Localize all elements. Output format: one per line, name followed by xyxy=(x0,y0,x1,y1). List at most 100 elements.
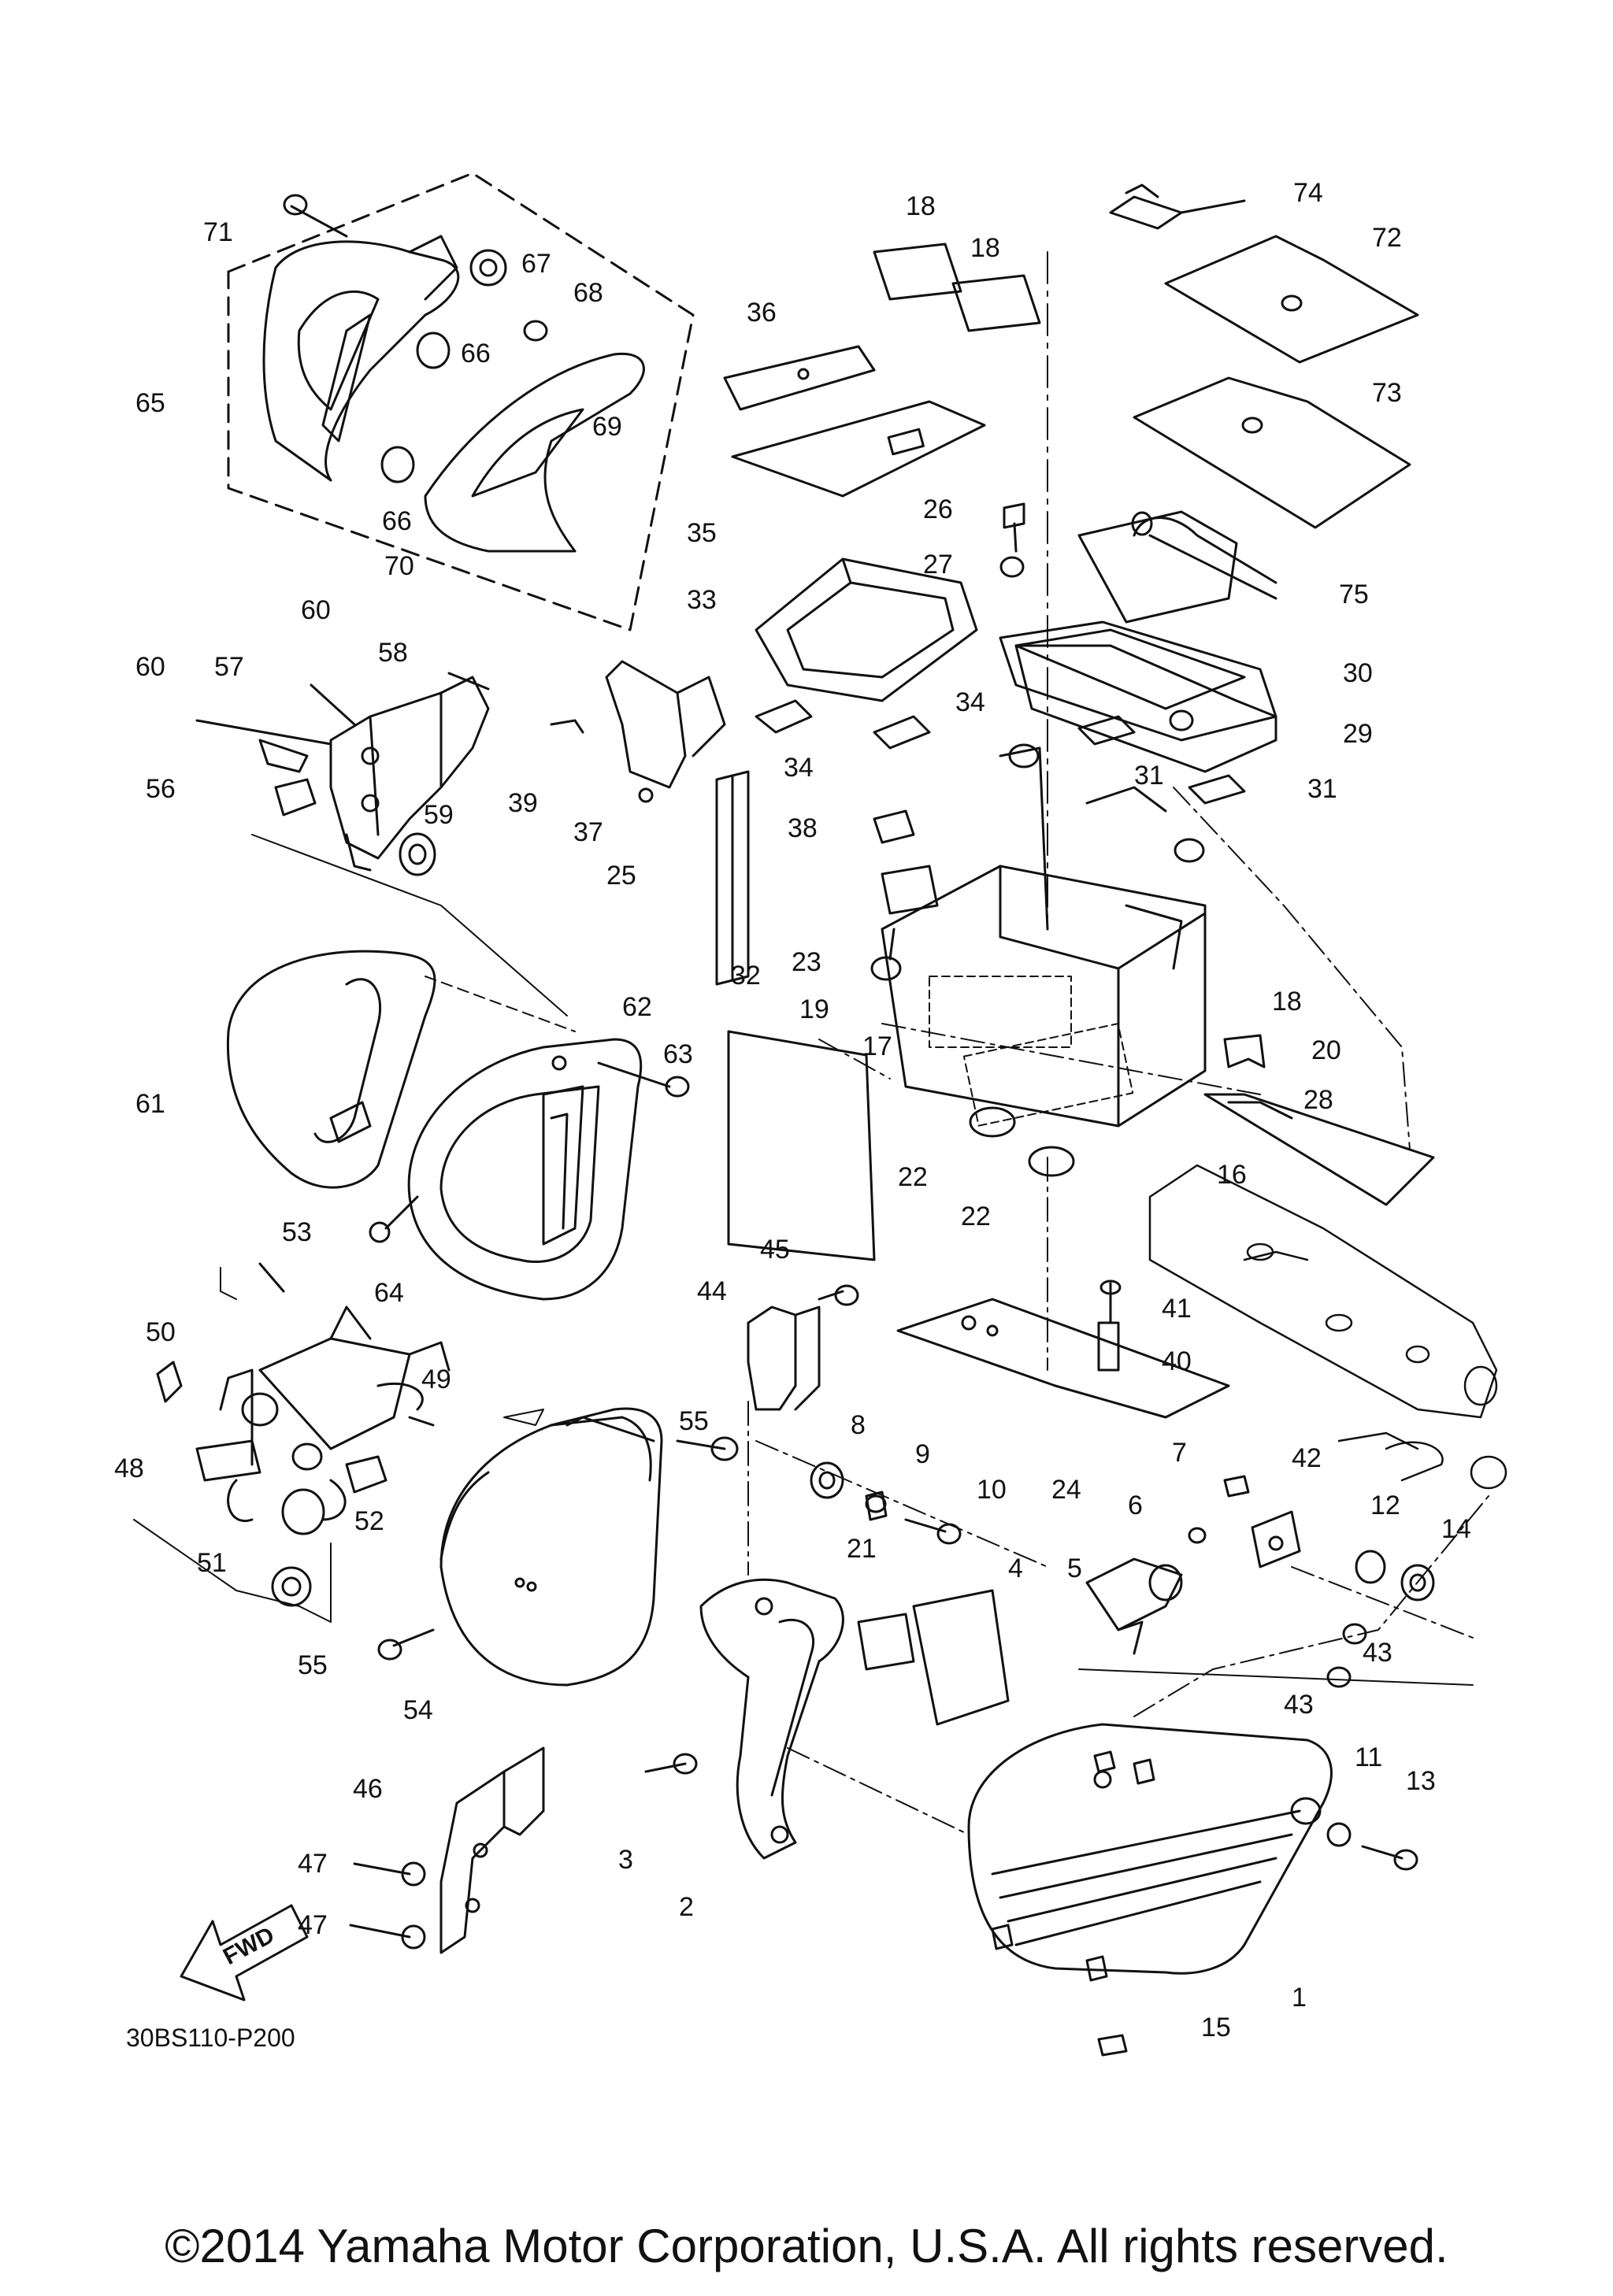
callout-22b: 22 xyxy=(961,1202,991,1231)
callout-15: 15 xyxy=(1201,2013,1231,2042)
callout-42: 42 xyxy=(1292,1443,1322,1473)
callout-66b: 66 xyxy=(382,506,412,536)
callout-74: 74 xyxy=(1293,178,1323,208)
callout-53: 53 xyxy=(282,1217,312,1247)
callout-18c: 18 xyxy=(1272,987,1302,1017)
callout-50: 50 xyxy=(146,1317,176,1347)
callout-9: 9 xyxy=(915,1439,930,1469)
callout-40: 40 xyxy=(1162,1346,1192,1376)
copyright-notice: ©2014 Yamaha Motor Corporation, U.S.A. A… xyxy=(165,2220,1448,2272)
callout-47a: 47 xyxy=(298,1849,328,1879)
callout-67: 67 xyxy=(521,249,551,279)
callout-66a: 66 xyxy=(461,339,491,368)
callout-34b: 34 xyxy=(955,687,985,717)
small-fasteners xyxy=(755,1440,1474,1688)
callout-55b: 55 xyxy=(298,1650,328,1680)
callout-60a: 60 xyxy=(301,595,331,625)
callout-47b: 47 xyxy=(298,1910,328,1940)
callout-51: 51 xyxy=(197,1548,227,1578)
callout-4: 4 xyxy=(1008,1554,1023,1583)
callout-54: 54 xyxy=(403,1695,433,1725)
callout-6: 6 xyxy=(1128,1491,1143,1520)
callout-55a: 55 xyxy=(679,1406,709,1436)
callout-65: 65 xyxy=(135,388,165,418)
tool-kit-set xyxy=(1077,183,1419,624)
callout-33: 33 xyxy=(687,585,717,615)
callout-26: 26 xyxy=(923,494,953,524)
callout-37: 37 xyxy=(573,817,603,847)
left-side-cover xyxy=(226,950,576,1189)
callout-19: 19 xyxy=(799,994,829,1024)
callout-71: 71 xyxy=(203,217,233,247)
front-bracket xyxy=(644,1578,1010,1860)
callout-8: 8 xyxy=(851,1410,866,1440)
callout-62: 62 xyxy=(622,992,652,1022)
callout-39: 39 xyxy=(508,788,538,818)
footrest-bracket xyxy=(349,1746,545,1954)
callout-22a: 22 xyxy=(898,1162,928,1192)
callout-43b: 43 xyxy=(1284,1690,1314,1720)
callout-20: 20 xyxy=(1311,1035,1341,1065)
callout-44: 44 xyxy=(697,1276,727,1306)
callout-43a: 43 xyxy=(1363,1638,1392,1668)
callout-17: 17 xyxy=(862,1031,892,1061)
callout-2: 2 xyxy=(679,1892,694,1922)
lower-left-bracket-assembly xyxy=(133,1262,451,1623)
callout-57: 57 xyxy=(214,652,244,682)
callout-69: 69 xyxy=(592,412,622,442)
callout-7: 7 xyxy=(1172,1438,1187,1468)
callout-70: 70 xyxy=(384,551,414,581)
callout-27: 27 xyxy=(923,550,953,580)
callout-41: 41 xyxy=(1162,1294,1192,1324)
callout-63: 63 xyxy=(663,1039,693,1069)
callout-75: 75 xyxy=(1339,580,1369,609)
callout-5: 5 xyxy=(1067,1554,1082,1583)
callout-35: 35 xyxy=(687,518,717,548)
callout-28: 28 xyxy=(1303,1085,1333,1115)
callout-18a: 18 xyxy=(906,191,936,221)
center-bracket xyxy=(747,1284,859,1576)
callout-68: 68 xyxy=(573,278,603,308)
callout-11: 11 xyxy=(1355,1742,1383,1772)
rear-side-cover xyxy=(377,1407,739,1687)
callout-72: 72 xyxy=(1372,223,1402,253)
callout-12: 12 xyxy=(1370,1491,1400,1520)
callout-3: 3 xyxy=(618,1845,633,1875)
callout-21: 21 xyxy=(847,1534,877,1564)
callout-52: 52 xyxy=(354,1506,384,1536)
diagram-code: 30BS110-P200 xyxy=(126,2024,295,2052)
callout-64: 64 xyxy=(374,1278,404,1308)
callout-25: 25 xyxy=(606,861,636,891)
callout-36: 36 xyxy=(747,298,777,328)
callout-56: 56 xyxy=(146,774,176,804)
tank-side-cover xyxy=(787,1495,1489,2057)
callout-60b: 60 xyxy=(135,652,165,682)
callout-45: 45 xyxy=(760,1235,790,1265)
callout-1: 1 xyxy=(1292,1983,1307,2013)
callout-48: 48 xyxy=(114,1454,144,1483)
right-side-cover xyxy=(369,1038,690,1301)
callout-13: 13 xyxy=(1406,1766,1436,1796)
callout-73: 73 xyxy=(1372,378,1402,408)
callout-59: 59 xyxy=(424,800,454,830)
callout-32: 32 xyxy=(731,961,761,991)
callout-31b: 31 xyxy=(1307,774,1337,804)
battery-box-assembly xyxy=(550,243,1435,1419)
emblem-cover-assembly xyxy=(227,172,695,631)
callout-14: 14 xyxy=(1441,1514,1471,1544)
callout-29: 29 xyxy=(1343,719,1373,749)
callout-38: 38 xyxy=(788,813,818,843)
callout-10: 10 xyxy=(977,1475,1007,1505)
callout-61: 61 xyxy=(135,1089,165,1119)
callout-58: 58 xyxy=(378,638,408,668)
frame-section xyxy=(1148,1164,1507,1490)
forward-arrow-icon xyxy=(180,1904,309,2002)
callout-24: 24 xyxy=(1051,1475,1081,1505)
callout-46: 46 xyxy=(353,1774,383,1804)
side-cover-bracket xyxy=(195,672,568,1017)
callout-34a: 34 xyxy=(784,753,814,783)
callout-30: 30 xyxy=(1343,658,1373,688)
callout-23: 23 xyxy=(792,947,821,977)
